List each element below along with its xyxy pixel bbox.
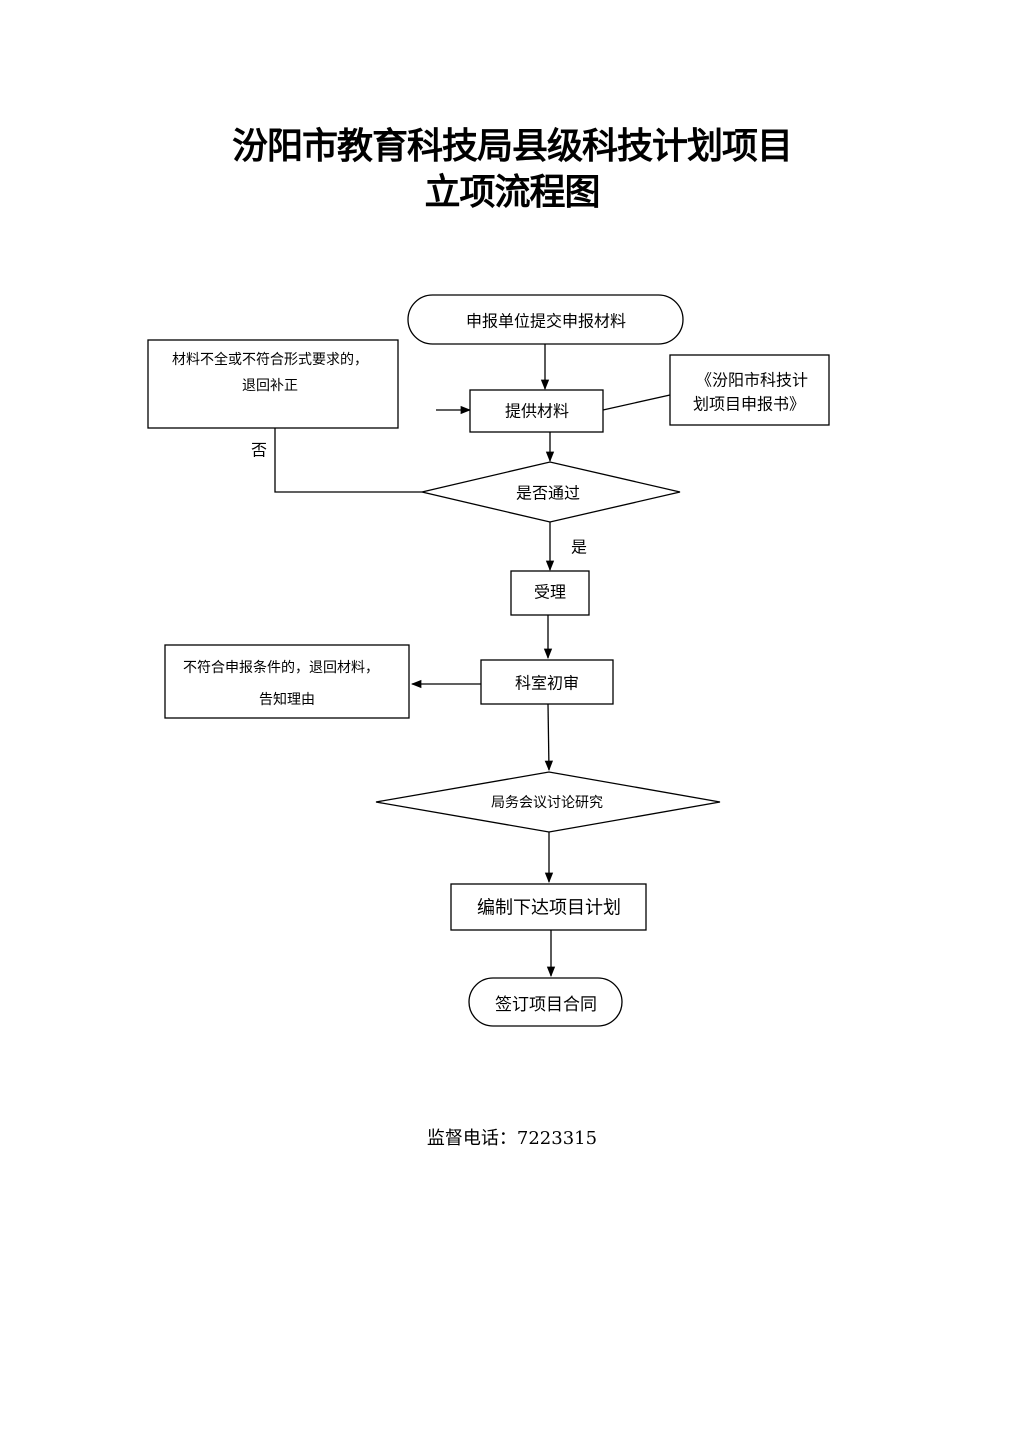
label-reject-2: 告知理由 [259,691,315,708]
label-decision: 是否通过 [516,484,580,503]
label-plan: 编制下达项目计划 [477,898,621,919]
node-accept [510,570,590,616]
label-form-1: 《汾阳市科技计 [696,371,808,390]
label-provide: 提供材料 [505,402,569,421]
label-incomplete-1: 材料不全或不符合形式要求的， [172,351,368,368]
node-meeting [375,771,721,833]
label-incomplete-2: 退回补正 [242,378,298,394]
node-submit [407,294,684,345]
edge-decision-no [274,428,422,493]
node-reject [164,644,410,719]
node-form [669,354,830,426]
label-edge-no: 否 [251,441,267,460]
label-submit: 申报单位提交申报材料 [466,312,626,331]
node-review [480,659,614,705]
page-title: 汾阳市教育科技局县级科技计划项目 [231,126,793,167]
edge-review-to-meeting [544,703,554,772]
label-accept: 受理 [534,583,566,602]
node-incomplete [147,339,399,429]
node-contract [468,977,623,1027]
supervision-phone: 监督电话：7223315 [426,1128,598,1149]
connectors [274,344,671,978]
node-decision [421,461,681,523]
edge-form-to-provide [602,394,671,411]
label-review: 科室初审 [515,674,579,693]
node-plan [450,883,647,931]
label-reject-1: 不符合申报条件的，退回材料， [183,659,379,676]
label-contract: 签订项目合同 [495,995,597,1015]
page-subtitle: 立项流程图 [424,172,600,213]
label-meeting: 局务会议讨论研究 [491,795,603,811]
node-provide [469,389,604,433]
label-form-2: 划项目申报书》 [693,395,805,414]
label-edge-yes: 是 [571,538,587,557]
